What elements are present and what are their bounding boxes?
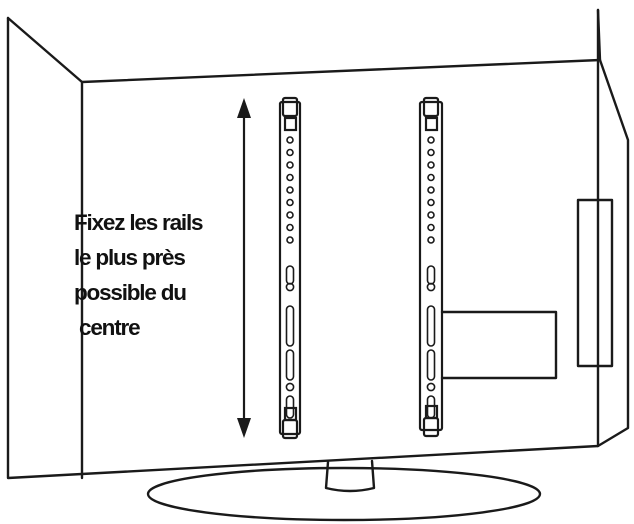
left-rail-hole [286, 198, 294, 207]
tv-back-panel [80, 58, 630, 480]
left-rail-slot [285, 395, 295, 419]
right-rail-hole [427, 186, 435, 194]
instruction-line-3: possible du [74, 280, 187, 305]
left-rail-screw [285, 382, 295, 392]
instruction-line-2: le plus près [74, 245, 186, 270]
right-rail-slot [426, 305, 436, 347]
left-rail-hole [286, 211, 294, 219]
left-rail-hole [286, 148, 294, 157]
tv-right-bevel [596, 8, 602, 62]
height-arrow [237, 98, 251, 438]
left-rail-slot [285, 349, 295, 381]
left-bracket-rail [278, 96, 302, 440]
right-rail-hole [427, 136, 435, 144]
right-rail-hole [427, 198, 435, 207]
instruction-text: Fixez les rails le plus près possible du… [74, 205, 254, 345]
left-rail-hole [286, 136, 294, 144]
stand-neck [324, 459, 376, 493]
left-rail-hole [286, 223, 294, 232]
right-rail-hole [427, 223, 435, 232]
left-rail-hole [286, 173, 294, 182]
right-rail-screw [426, 382, 436, 392]
left-rail-hole [286, 161, 294, 169]
left-rail-slot [285, 305, 295, 347]
left-rail-hole [286, 236, 294, 244]
rear-terminal-plate [440, 310, 558, 380]
tv-top-bevel [6, 16, 84, 84]
rail-holes-and-slots [285, 136, 436, 419]
right-rail-hole [427, 173, 435, 182]
tv-housing [6, 8, 600, 480]
right-bracket-rail [418, 96, 444, 438]
right-rail-slot [426, 395, 436, 419]
stand-base [146, 466, 542, 522]
right-rail-slot [426, 349, 436, 381]
right-rail-hole [427, 161, 435, 169]
side-connector-box [576, 198, 614, 368]
right-rail-hole [427, 236, 435, 244]
left-rail-slot [285, 265, 295, 285]
instruction-line-4: centre [74, 315, 141, 340]
right-rail-hole [427, 148, 435, 157]
right-rail-slot [426, 265, 436, 285]
instruction-line-1: Fixez les rails [74, 210, 204, 235]
left-rail-hole [286, 186, 294, 194]
right-rail-hole [427, 211, 435, 219]
